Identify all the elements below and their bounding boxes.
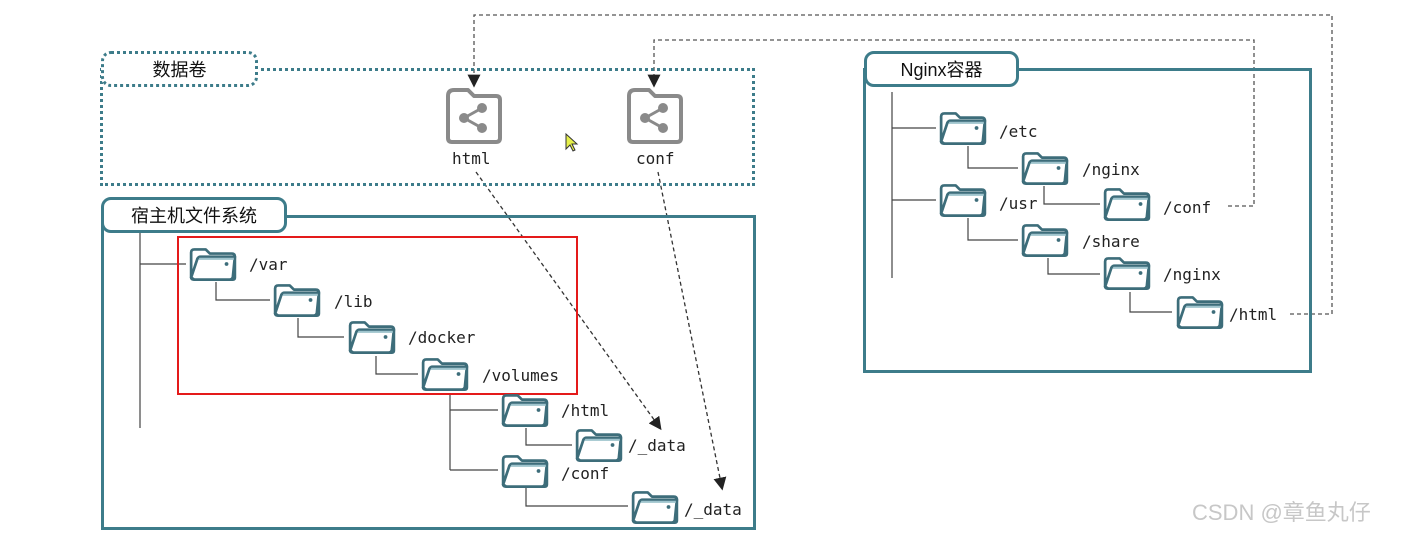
host-panel-title: 宿主机文件系统 bbox=[101, 197, 287, 233]
folder-icon bbox=[938, 110, 988, 146]
folder-icon bbox=[938, 182, 988, 218]
folder-icon bbox=[1020, 222, 1070, 258]
folder-icon bbox=[574, 427, 624, 463]
folder-icon bbox=[188, 246, 238, 282]
volumes-panel-title: 数据卷 bbox=[101, 51, 258, 87]
volume-to-data-conf bbox=[657, 171, 727, 491]
folder-icon bbox=[1102, 255, 1152, 291]
volume-label-html: html bbox=[452, 149, 491, 168]
host-folder-html-data: /_data bbox=[628, 436, 686, 455]
nginx-panel-title: Nginx容器 bbox=[864, 51, 1019, 87]
nginx-folder-nginx: /nginx bbox=[1082, 160, 1140, 179]
mount-link-conf bbox=[647, 39, 1255, 207]
nginx-folder-conf: /conf bbox=[1163, 198, 1212, 217]
nginx-panel bbox=[863, 68, 1312, 373]
folder-icon bbox=[1175, 294, 1225, 330]
volume-to-data-html bbox=[475, 171, 662, 431]
nginx-folder-html: /html bbox=[1229, 305, 1278, 324]
share-icon bbox=[444, 86, 504, 146]
host-folder-lib: /lib bbox=[334, 292, 373, 311]
nginx-folder-share: /share bbox=[1082, 232, 1140, 251]
folder-icon bbox=[1102, 186, 1152, 222]
folder-icon bbox=[1020, 150, 1070, 186]
nginx-folder-share-nginx: /nginx bbox=[1163, 265, 1221, 284]
share-icon bbox=[625, 86, 685, 146]
nginx-tree-lines bbox=[891, 92, 1172, 313]
watermark: CSDN @章鱼丸仔 bbox=[1192, 500, 1371, 525]
folder-icon bbox=[347, 319, 397, 355]
highlight-box bbox=[177, 236, 578, 395]
host-folder-docker: /docker bbox=[408, 328, 476, 347]
folder-icon bbox=[630, 489, 680, 525]
mouse-cursor-icon bbox=[565, 132, 579, 152]
folder-icon bbox=[420, 356, 470, 392]
host-folder-var: /var bbox=[249, 255, 288, 274]
nginx-folder-usr: /usr bbox=[999, 194, 1038, 213]
folder-icon bbox=[272, 282, 322, 318]
host-folder-conf: /conf bbox=[561, 464, 610, 483]
folder-icon bbox=[500, 392, 550, 428]
host-tree-lines bbox=[139, 232, 628, 507]
mount-link-html bbox=[467, 14, 1333, 315]
host-panel bbox=[101, 215, 756, 530]
host-folder-html: /html bbox=[561, 401, 610, 420]
volume-label-conf: conf bbox=[636, 149, 675, 168]
volumes-panel bbox=[100, 68, 755, 186]
host-folder-volumes: /volumes bbox=[482, 366, 560, 385]
host-folder-conf-data: /_data bbox=[684, 500, 742, 519]
folder-icon bbox=[500, 453, 550, 489]
nginx-folder-etc: /etc bbox=[999, 122, 1038, 141]
